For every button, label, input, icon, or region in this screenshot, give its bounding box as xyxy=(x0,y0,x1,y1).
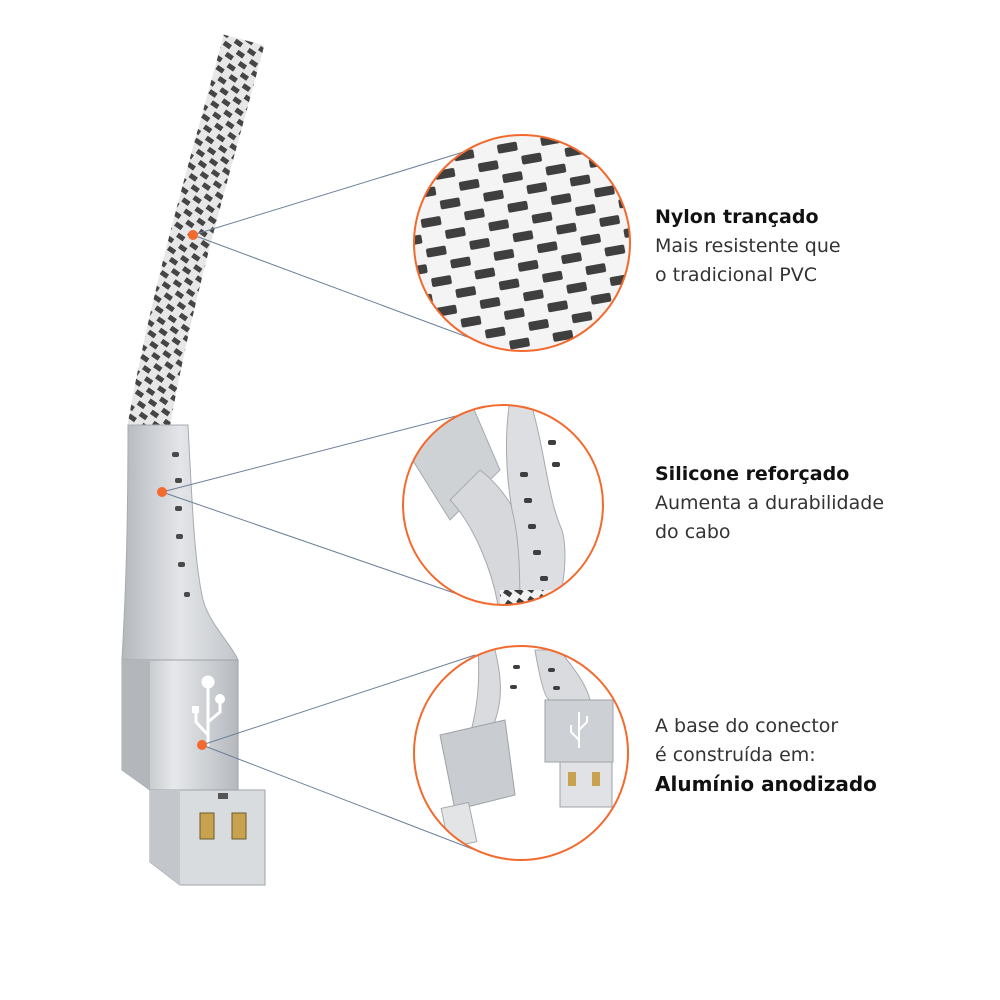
plug-contact-right xyxy=(231,812,247,840)
silicone-boot xyxy=(121,424,239,661)
boot-vent-holes xyxy=(172,452,190,597)
usb-icon xyxy=(192,675,225,747)
braided-cable xyxy=(127,34,265,434)
feature-desc-silicone-line1: Aumenta a durabilidade xyxy=(655,492,885,514)
braided-cable-edge xyxy=(127,34,265,434)
feature-desc-nylon-line1: Mais resistente que xyxy=(655,235,841,257)
feature-nylon: Nylon trançado Mais resistente que o tra… xyxy=(655,203,985,290)
feature-desc-aluminum-line2: é construída em: xyxy=(655,744,816,766)
leader-lines xyxy=(161,149,476,851)
feature-title-silicone: Silicone reforçado xyxy=(655,463,850,485)
callout-dot-silicone xyxy=(157,487,167,497)
callout-dot-nylon xyxy=(188,230,198,240)
zoom-circle-nylon xyxy=(413,134,631,352)
callout-dot-aluminum xyxy=(197,740,207,750)
zoom-circle-aluminum xyxy=(413,645,629,861)
feature-desc-silicone-line2: do cabo xyxy=(655,521,731,543)
zoom-circle-silicone xyxy=(402,404,604,606)
feature-aluminum: A base do conector é construída em: Alum… xyxy=(655,712,985,799)
feature-title-aluminum: Alumínio anodizado xyxy=(655,772,877,796)
feature-silicone: Silicone reforçado Aumenta a durabilidad… xyxy=(655,460,985,547)
feature-title-nylon: Nylon trançado xyxy=(655,206,819,228)
feature-desc-nylon-line2: o tradicional PVC xyxy=(655,264,817,286)
plug-contact-left xyxy=(199,812,215,840)
feature-desc-aluminum-line1: A base do conector xyxy=(655,715,839,737)
